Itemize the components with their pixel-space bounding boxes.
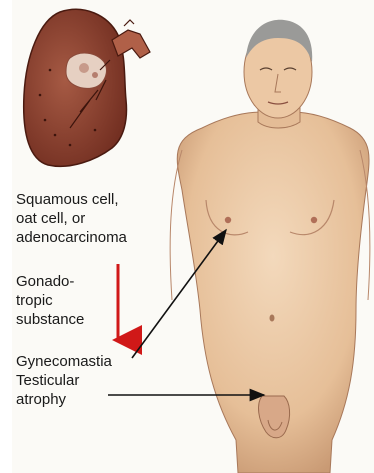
substance-label: Gonado- tropic substance xyxy=(16,272,84,329)
gynecomastia-text: Gynecomastia xyxy=(16,352,112,371)
substance-line-2: tropic xyxy=(16,291,84,310)
substance-line-1: Gonado- xyxy=(16,272,84,291)
tumor-types-line-3: adenocarcinoma xyxy=(16,228,127,247)
testicular-atrophy-line-1: Testicular xyxy=(16,371,112,390)
substance-line-3: substance xyxy=(16,310,84,329)
effects-label: Gynecomastia Testicular atrophy xyxy=(16,352,112,409)
left-margin xyxy=(0,0,12,473)
lung-tumor-illustration xyxy=(24,9,150,166)
testicular-atrophy-line-2: atrophy xyxy=(16,390,112,409)
tumor-types-line-1: Squamous cell, xyxy=(16,190,127,209)
tumor-types-label: Squamous cell, oat cell, or adenocarcino… xyxy=(16,190,127,247)
male-figure-illustration xyxy=(170,20,370,473)
tumor-types-line-2: oat cell, or xyxy=(16,209,127,228)
